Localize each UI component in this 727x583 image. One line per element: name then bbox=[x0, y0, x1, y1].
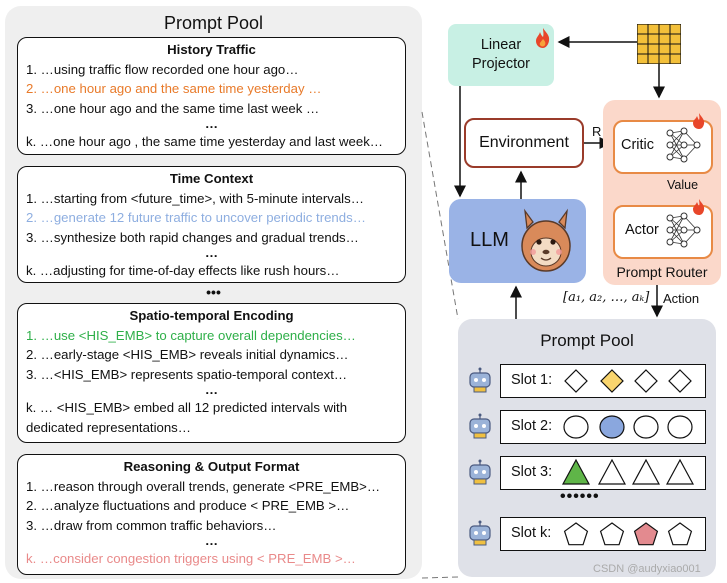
ellipsis: … bbox=[204, 116, 219, 131]
card-title: History Traffic bbox=[167, 42, 256, 57]
neural-network-icon bbox=[666, 212, 701, 248]
slot-diamond-shape bbox=[600, 369, 624, 393]
slots-ellipsis: •••••• bbox=[560, 488, 600, 505]
reward-label: R bbox=[592, 124, 602, 139]
actor-label: Actor bbox=[625, 222, 659, 238]
prompt-line-selected: k. …consider congestion triggers using <… bbox=[26, 551, 356, 566]
left-prompt-pool: Prompt Pool History Traffic 1. …using tr… bbox=[5, 6, 422, 579]
action-sequence: [a₁, a₂, …, aₖ] bbox=[563, 290, 650, 305]
prompt-line: 3. …draw from common traffic behaviors… bbox=[26, 517, 277, 533]
history-traffic-card: History Traffic 1. …using traffic flow r… bbox=[17, 37, 406, 155]
prompt-line: 3. …one hour ago and the same time last … bbox=[26, 100, 320, 116]
ellipsis: … bbox=[204, 245, 219, 260]
prompt-line: 2. …analyze fluctuations and produce < P… bbox=[26, 498, 350, 513]
slot-triangle-shape bbox=[665, 458, 695, 485]
robot-icon bbox=[469, 520, 491, 546]
flame-icon bbox=[536, 28, 550, 48]
prompt-line: k. … <HIS_EMB> embed all 12 predicted in… bbox=[26, 400, 348, 435]
action-label: Action bbox=[663, 291, 700, 306]
card-title: Reasoning & Output Format bbox=[123, 459, 300, 474]
robot-icon bbox=[469, 413, 491, 439]
slot-triangle-shape bbox=[597, 458, 627, 485]
flame-icon bbox=[693, 113, 705, 129]
critic-label: Critic bbox=[621, 137, 655, 153]
zoom-line-bottom bbox=[421, 576, 459, 579]
slot-circle-shape bbox=[667, 415, 693, 439]
slot-triangle-shape bbox=[561, 458, 591, 485]
llm-label: LLM bbox=[470, 229, 509, 251]
prompt-line: 1. …using traffic flow recorded one hour… bbox=[26, 61, 299, 77]
between-cards-dots: ••• bbox=[206, 284, 221, 300]
prompt-line: 2. …early-stage <HIS_EMB> reveals initia… bbox=[26, 347, 349, 362]
prompt-line-selected: 2. …one hour ago and the same time yeste… bbox=[26, 81, 322, 96]
slot-label: Slot 1: bbox=[511, 372, 553, 388]
prompt-line: 3. …<HIS_EMB> represents spatio-temporal… bbox=[26, 366, 348, 382]
slot-pentagon-shape bbox=[633, 522, 659, 546]
prompt-line: k. …one hour ago , the same time yesterd… bbox=[26, 134, 383, 149]
prompt-line: 1. …reason through overall trends, gener… bbox=[26, 478, 381, 494]
slot-triangle-shape bbox=[631, 458, 661, 485]
linear-projector: Linear Projector bbox=[448, 24, 554, 86]
prompt-line: 1. …starting from <future_time>, with 5-… bbox=[26, 190, 364, 206]
slot-label: Slot 3: bbox=[511, 464, 553, 480]
linear-projector-line1: Linear bbox=[480, 37, 522, 53]
slot-circle-shape bbox=[563, 415, 589, 439]
slot-diamond-shape bbox=[668, 369, 692, 393]
slot-circle-shape bbox=[633, 415, 659, 439]
spatio-temporal-card: Spatio-temporal Encoding 1. …use <HIS_EM… bbox=[17, 303, 406, 443]
llama-icon bbox=[521, 208, 571, 272]
ellipsis: … bbox=[204, 382, 219, 397]
value-label: Value bbox=[667, 178, 699, 192]
right-pool-title: Prompt Pool bbox=[540, 331, 634, 350]
prompt-line: k. …adjusting for time-of-day effects li… bbox=[26, 263, 340, 278]
environment-box: Environment bbox=[464, 118, 584, 168]
slot-label: Slot k: bbox=[511, 525, 552, 541]
prompt-line-selected: 2. …generate 12 future traffic to uncove… bbox=[26, 210, 366, 225]
robot-icon bbox=[469, 459, 491, 485]
neural-network-icon bbox=[666, 127, 701, 163]
card-title: Spatio-temporal Encoding bbox=[129, 308, 294, 323]
zoom-line-top bbox=[421, 111, 459, 320]
slot-pentagon-shape bbox=[599, 522, 625, 546]
flame-icon bbox=[693, 199, 705, 215]
slot-pentagon-shape bbox=[563, 522, 589, 546]
prompt-line-selected: 1. …use <HIS_EMB> to capture overall dep… bbox=[26, 327, 356, 343]
prompt-router-label: Prompt Router bbox=[616, 264, 708, 280]
slot-diamond-shape bbox=[564, 369, 588, 393]
environment-label: Environment bbox=[479, 134, 569, 151]
reasoning-output-card: Reasoning & Output Format 1. …reason thr… bbox=[17, 454, 406, 575]
linear-projector-line2: Projector bbox=[471, 56, 531, 72]
time-context-card: Time Context 1. …starting from <future_t… bbox=[17, 166, 406, 283]
slot-circle-shape bbox=[599, 415, 625, 439]
prompt-line: 3. …synthesize both rapid changes and gr… bbox=[26, 229, 359, 245]
slot-label: Slot 2: bbox=[511, 418, 553, 434]
slot-pentagon-shape bbox=[667, 522, 693, 546]
left-pool-title: Prompt Pool bbox=[163, 13, 264, 33]
ellipsis: … bbox=[204, 533, 219, 548]
slot-diamond-shape bbox=[634, 369, 658, 393]
robot-icon bbox=[469, 367, 491, 393]
card-title: Time Context bbox=[169, 171, 254, 186]
traffic-grid-icon bbox=[637, 24, 681, 64]
watermark: CSDN @audyxiao001 bbox=[593, 563, 701, 575]
